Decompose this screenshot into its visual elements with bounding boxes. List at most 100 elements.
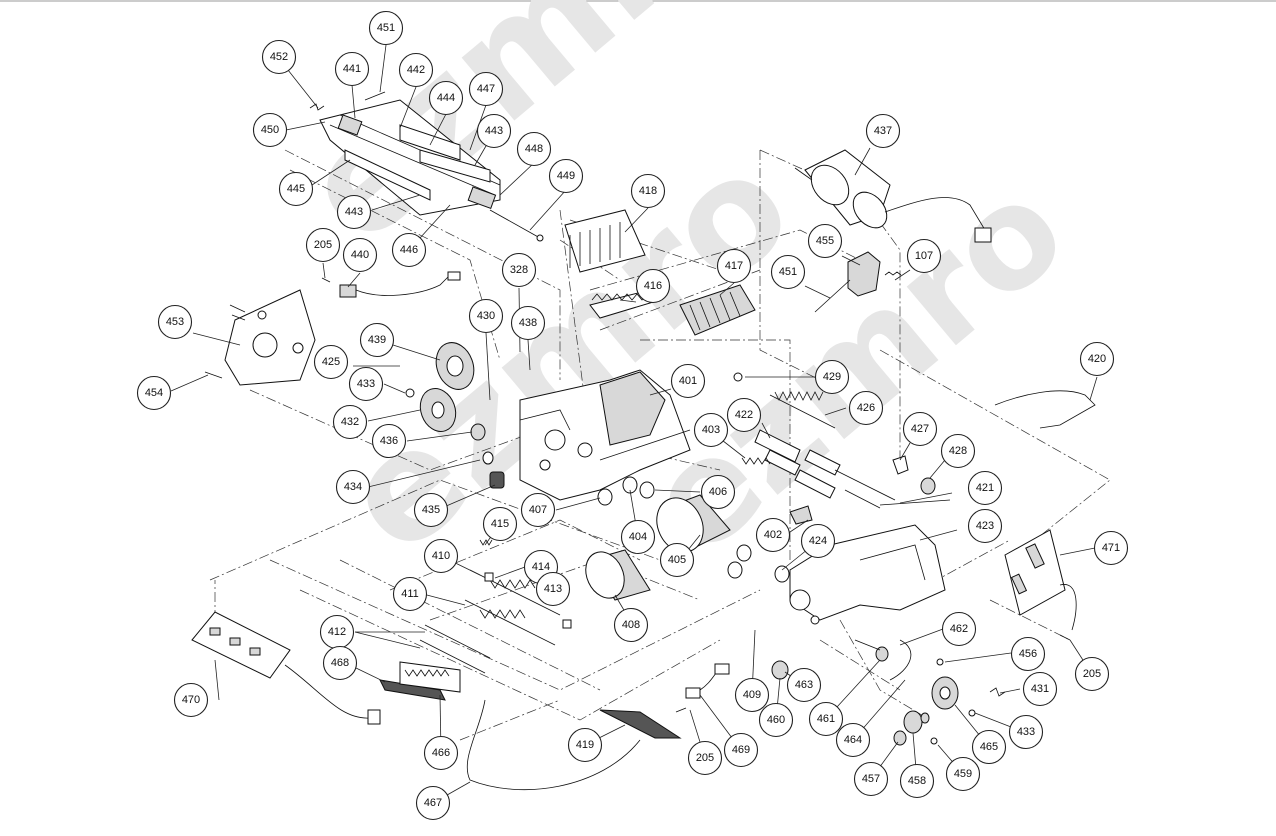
callout-461: 461 — [808, 701, 844, 737]
callout-label: 425 — [322, 356, 340, 368]
callout-451: 451 — [770, 254, 806, 290]
callout-label: 466 — [432, 747, 450, 759]
callout-419: 419 — [567, 727, 603, 763]
callout-label: 443 — [345, 206, 363, 218]
callout-443: 443 — [336, 194, 372, 230]
shafts-412 — [419, 624, 491, 674]
rollers-422 — [754, 429, 896, 509]
pcb-471 — [1004, 529, 1077, 631]
callout-bubble — [853, 761, 889, 797]
callout-label: 403 — [702, 424, 720, 436]
callout-205: 205 — [1074, 656, 1110, 692]
callout-469: 469 — [723, 732, 759, 768]
callout-442: 442 — [398, 52, 434, 88]
gear-train-457-465 — [675, 634, 1071, 746]
callout-431: 431 — [1022, 671, 1058, 707]
callout-bubble — [348, 366, 384, 402]
callout-bubble — [1008, 714, 1044, 750]
callout-418: 418 — [630, 173, 666, 209]
callout-bubble — [1079, 341, 1115, 377]
callout-466: 466 — [423, 735, 459, 771]
callout-bubble — [567, 727, 603, 763]
callout-434: 434 — [335, 469, 371, 505]
callout-bubble — [865, 113, 901, 149]
callout-407: 407 — [520, 492, 556, 528]
callout-label: 459 — [954, 768, 972, 780]
callout-label: 423 — [976, 520, 994, 532]
callout-label: 460 — [767, 714, 785, 726]
callout-bubble — [535, 571, 571, 607]
callout-label: 431 — [1031, 683, 1049, 695]
callout-406: 406 — [700, 474, 736, 510]
callout-bubble — [700, 474, 736, 510]
callout-417: 417 — [716, 248, 752, 284]
callout-label: 417 — [725, 260, 743, 272]
callout-470: 470 — [173, 682, 209, 718]
callout-label: 419 — [576, 739, 594, 751]
callout-bubble — [278, 171, 314, 207]
callout-458: 458 — [899, 763, 935, 799]
callout-bubble — [516, 131, 552, 167]
callout-453: 453 — [157, 304, 193, 340]
callout-403: 403 — [693, 412, 729, 448]
callout-label: 464 — [844, 734, 862, 746]
callout-bubble — [814, 359, 850, 395]
callout-bubble — [1022, 671, 1058, 707]
callout-bubble — [786, 667, 822, 703]
gear-432 — [419, 388, 457, 432]
callout-bubble — [173, 682, 209, 718]
callout-416: 416 — [635, 268, 671, 304]
callout-437: 437 — [865, 113, 901, 149]
callout-421: 421 — [967, 470, 1003, 506]
callout-label: 455 — [816, 235, 834, 247]
callout-432: 432 — [332, 404, 368, 440]
callout-438: 438 — [510, 305, 546, 341]
callout-label: 454 — [145, 387, 163, 399]
callout-471: 471 — [1093, 530, 1129, 566]
callout-433: 433 — [348, 366, 384, 402]
washers-406 — [597, 476, 655, 506]
callout-439: 439 — [359, 322, 395, 358]
display-pcb-470 — [191, 611, 381, 725]
callout-bubble — [967, 508, 1003, 544]
callout-bubble — [305, 227, 341, 263]
callout-451: 451 — [368, 10, 404, 46]
callout-label: 421 — [976, 482, 994, 494]
callout-bubble — [334, 51, 370, 87]
callout-label: 453 — [166, 316, 184, 328]
callout-441: 441 — [334, 51, 370, 87]
callout-label: 205 — [1083, 668, 1101, 680]
callout-bubble — [941, 611, 977, 647]
shaft-421 — [879, 499, 951, 506]
callout-label: 468 — [331, 657, 349, 669]
callout-bubble — [726, 397, 762, 433]
callout-bubble — [967, 470, 1003, 506]
callout-label: 401 — [679, 375, 697, 387]
callout-label: 438 — [519, 317, 537, 329]
callout-433: 433 — [1008, 714, 1044, 750]
roller-408 — [585, 549, 651, 601]
callout-bubble — [1010, 636, 1046, 672]
callout-bubble — [758, 702, 794, 738]
shaft-assembly-upper — [309, 91, 544, 242]
callout-410: 410 — [423, 538, 459, 574]
callout-411: 411 — [392, 576, 428, 612]
callout-bubble — [835, 722, 871, 758]
callout-bubble — [428, 80, 464, 116]
callout-label: 445 — [287, 183, 305, 195]
callout-label: 428 — [949, 445, 967, 457]
callout-label: 418 — [639, 185, 657, 197]
callout-460: 460 — [758, 702, 794, 738]
callout-bubble — [940, 433, 976, 469]
callout-bubble — [1093, 530, 1129, 566]
callout-409: 409 — [734, 677, 770, 713]
callout-label: 462 — [950, 623, 968, 635]
callout-bubble — [476, 113, 512, 149]
callout-label: 424 — [809, 535, 827, 547]
callout-401: 401 — [670, 363, 706, 399]
callout-bubble — [848, 390, 884, 426]
callout-label: 415 — [491, 518, 509, 530]
callout-label: 406 — [709, 486, 727, 498]
cam-block-417 — [679, 284, 756, 336]
